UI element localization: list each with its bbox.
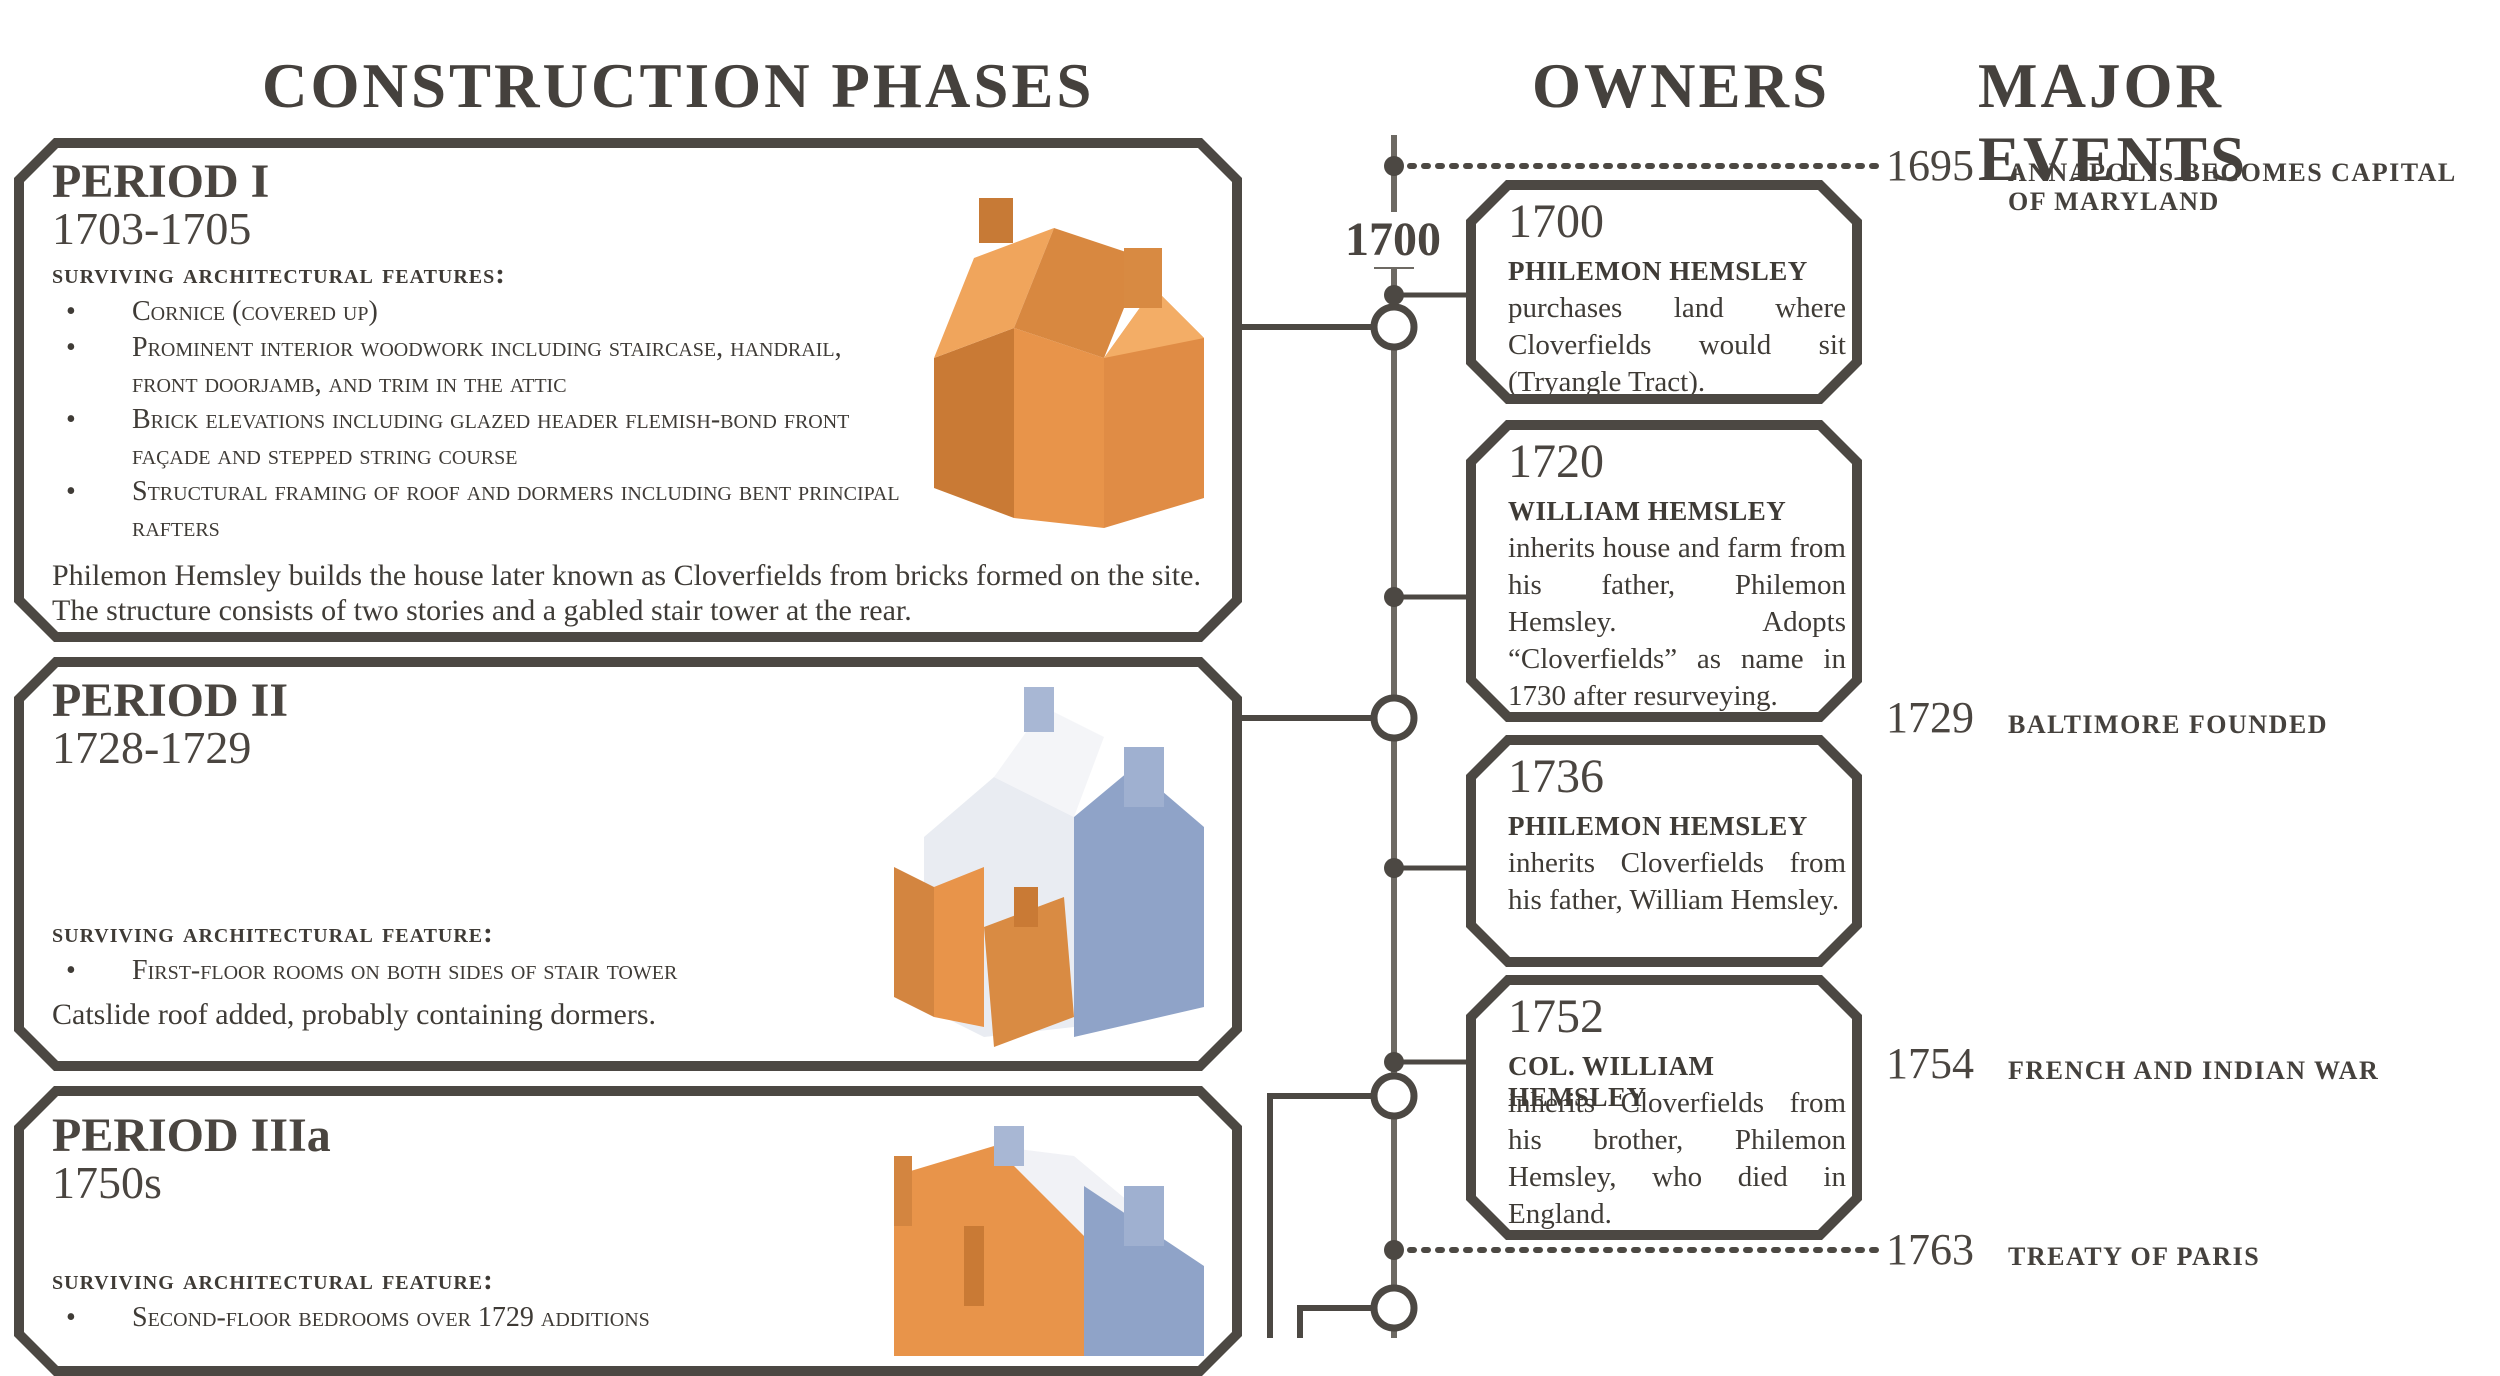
owner-description: inherits Cloverfields from his father, W… bbox=[1508, 847, 1846, 916]
owner-card-1700: 1700 PHILEMON HEMSLEY purchases land whe… bbox=[1466, 180, 1862, 404]
period-1-feature: Brick elevations including glazed header… bbox=[52, 402, 912, 474]
owner-year: 1720 bbox=[1508, 435, 1604, 488]
period-3a-features-list: Second-floor bedrooms over 1729 addition… bbox=[52, 1300, 912, 1336]
event-text: FRENCH AND INDIAN WAR bbox=[2008, 1056, 2380, 1085]
period-1-features-list: Cornice (covered up) Prominent interior … bbox=[52, 294, 912, 546]
owner-name: WILLIAM HEMSLEY bbox=[1508, 496, 1787, 526]
period-2-node bbox=[1370, 694, 1418, 742]
owner-description: purchases land where Cloverfields would … bbox=[1508, 292, 1846, 398]
event-year: 1729 bbox=[1886, 693, 1974, 742]
decade-label: 1700 bbox=[1343, 212, 1443, 267]
period-3a-feature: Second-floor bedrooms over 1729 addition… bbox=[52, 1300, 912, 1336]
period-1-house-model bbox=[904, 188, 1224, 528]
period-1-title: PERIOD I bbox=[52, 155, 270, 208]
event-year: 1695 bbox=[1886, 141, 1974, 190]
owner-name: PHILEMON HEMSLEY bbox=[1508, 811, 1808, 841]
owner-description: inherits house and farm from his father,… bbox=[1508, 532, 1846, 712]
period-3a-features-heading: surviving architectural feature: bbox=[52, 1264, 494, 1296]
event-1695-dot bbox=[1384, 156, 1404, 176]
period-1-card: PERIOD I 1703-1705 surviving architectur… bbox=[14, 138, 1242, 642]
period-2-dates: 1728-1729 bbox=[52, 722, 252, 773]
period-3a-connector bbox=[1267, 1093, 1374, 1338]
period-3a-title: PERIOD IIIa bbox=[52, 1109, 331, 1162]
owner-name: COL. WILLIAM HEMSLEY bbox=[1508, 1051, 1715, 1112]
event-year: 1763 bbox=[1886, 1225, 1974, 1274]
period-2-features-list: First-floor rooms on both sides of stair… bbox=[52, 953, 912, 989]
event-1763-dot bbox=[1384, 1240, 1404, 1260]
timeline-diagram bbox=[1236, 135, 1885, 1338]
owner-year: 1700 bbox=[1508, 195, 1604, 248]
period-2-title: PERIOD II bbox=[52, 674, 289, 727]
period-1-feature: Structural framing of roof and dormers i… bbox=[52, 474, 912, 546]
owners-heading: OWNERS bbox=[1532, 51, 1831, 121]
period-2-features-heading: surviving architectural feature: bbox=[52, 917, 494, 949]
owner-year: 1752 bbox=[1508, 990, 1604, 1043]
period-1-feature: Cornice (covered up) bbox=[52, 294, 912, 330]
period-3a-dates: 1750s bbox=[52, 1157, 162, 1208]
period-1-features-heading: surviving architectural features: bbox=[52, 258, 506, 290]
period-2-card: PERIOD II 1728-1729 surviving architectu… bbox=[14, 657, 1242, 1071]
construction-phases-heading: CONSTRUCTION PHASES bbox=[262, 51, 1095, 121]
period-2-house-model bbox=[874, 687, 1214, 1057]
event-text: TREATY OF PARIS bbox=[2008, 1242, 2261, 1271]
owner-card-1752: 1752 COL. WILLIAM HEMSLEY inherits Clove… bbox=[1466, 975, 1862, 1240]
period-1-feature: Prominent interior woodwork including st… bbox=[52, 330, 912, 402]
owner-card-1720: 1720 WILLIAM HEMSLEY inherits house and … bbox=[1466, 420, 1862, 722]
period-3a-node bbox=[1370, 1072, 1418, 1120]
major-events-heading: MAJOR EVENTS bbox=[1978, 51, 2249, 194]
period-3a-card: PERIOD IIIa 1750s surviving architectura… bbox=[14, 1086, 1242, 1376]
period-2-description: Catslide roof added, probably containing… bbox=[52, 998, 657, 1031]
owner-year: 1736 bbox=[1508, 750, 1604, 803]
period-3b-connector bbox=[1297, 1305, 1374, 1338]
event-text: ANNAPOLIS BECOMES CAPITAL OF MARYLAND bbox=[2008, 158, 2456, 216]
period-1-description: Philemon Hemsley builds the house later … bbox=[52, 559, 1201, 627]
owner-name: PHILEMON HEMSLEY bbox=[1508, 256, 1808, 286]
owner-card-1736: 1736 PHILEMON HEMSLEY inherits Cloverfie… bbox=[1466, 735, 1862, 967]
period-1-dates: 1703-1705 bbox=[52, 203, 252, 254]
owner-description: inherits Cloverfields from his brother, … bbox=[1508, 1087, 1846, 1230]
period-3b-node bbox=[1370, 1284, 1418, 1332]
period-1-node bbox=[1370, 303, 1418, 351]
period-2-feature: First-floor rooms on both sides of stair… bbox=[52, 953, 912, 989]
event-text: BALTIMORE FOUNDED bbox=[2008, 710, 2328, 739]
event-year: 1754 bbox=[1886, 1039, 1974, 1088]
period-3a-house-model bbox=[874, 1116, 1214, 1356]
